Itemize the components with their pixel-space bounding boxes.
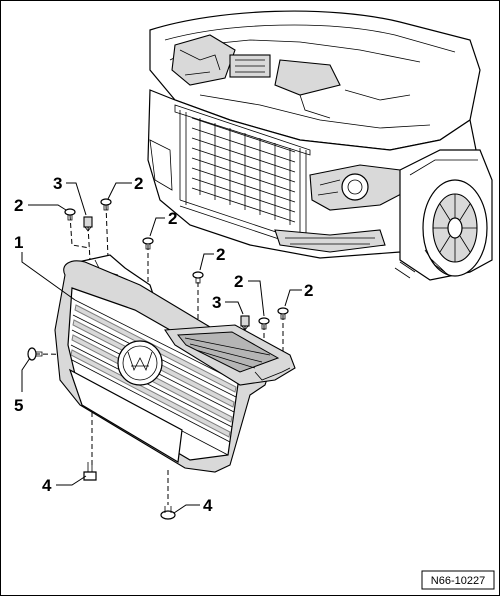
callout-leaders <box>21 182 302 514</box>
figure-reference: N66-10227 <box>431 575 485 587</box>
clip-3a <box>83 216 93 232</box>
screw-2a <box>64 208 76 221</box>
callout-4-bottom: 4 <box>203 496 213 515</box>
fasteners <box>27 198 289 520</box>
screw-2f <box>277 307 289 320</box>
callout-5: 5 <box>14 396 23 415</box>
screw-2e <box>258 317 270 330</box>
callout-1: 1 <box>14 233 23 252</box>
callout-2-right-b: 2 <box>304 281 313 300</box>
expansion-nut-4a <box>83 462 97 481</box>
screw-2b <box>100 198 112 211</box>
callout-4-left: 4 <box>42 476 52 495</box>
radiator-grille <box>54 254 296 473</box>
vehicle-front-end <box>147 10 493 281</box>
rivet-5 <box>27 347 43 361</box>
callout-2-center: 2 <box>216 245 225 264</box>
callout-2-top: 2 <box>134 174 143 193</box>
callout-2-left: 2 <box>14 196 23 215</box>
callout-3-top: 3 <box>53 174 62 193</box>
callout-labels: 1 2 2 2 2 2 2 3 3 4 4 5 <box>14 174 313 515</box>
screw-2c <box>142 237 154 250</box>
clip-3b <box>240 315 250 331</box>
figure-reference-box <box>421 570 495 590</box>
expansion-nut-4b <box>160 506 176 520</box>
screw-2d <box>192 271 204 284</box>
callout-2-middle: 2 <box>168 209 177 228</box>
callout-2-right-a: 2 <box>234 272 243 291</box>
callout-3-right: 3 <box>212 293 221 312</box>
